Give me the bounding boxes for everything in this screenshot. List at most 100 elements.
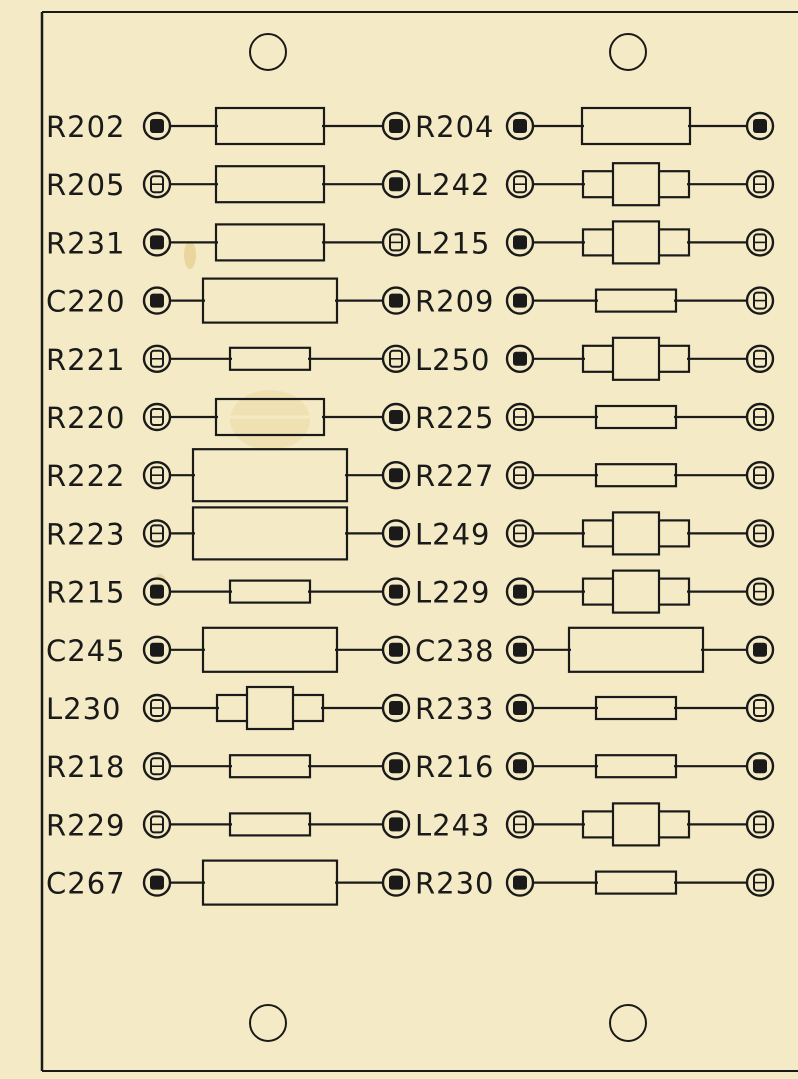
component-row-l250: L250 (415, 336, 775, 381)
capacitor-body (191, 506, 349, 561)
mounting-holes (249, 33, 647, 1042)
component-row-r223: R223 (46, 506, 411, 561)
solder-pad-filled (142, 228, 172, 257)
solder-pad-open (505, 402, 535, 432)
solder-pad-open (745, 693, 775, 723)
mount-hole-top-right (609, 33, 647, 71)
component-row-l249: L249 (415, 511, 775, 556)
component-row-r230: R230 (415, 867, 775, 901)
component-row-r229: R229 (46, 808, 411, 842)
solder-pad-filled (505, 111, 535, 141)
resistor-body (594, 463, 678, 488)
component-label: C220 (46, 285, 126, 319)
component-label: R215 (46, 576, 126, 610)
board-outline (40, 11, 798, 1072)
component-label: R209 (415, 285, 495, 319)
component-row-r233: R233 (415, 692, 775, 726)
resistor-body (594, 695, 678, 721)
component-row-r216: R216 (415, 750, 775, 784)
solder-pad-open (142, 402, 172, 432)
solder-pad-open (142, 461, 172, 490)
component-row-r218: R218 (46, 750, 411, 784)
solder-pad-open (505, 461, 535, 490)
component-label: L250 (415, 343, 491, 377)
component-row-r204: R204 (415, 106, 775, 146)
inductor-body (581, 511, 691, 556)
component-label: L249 (415, 517, 491, 551)
resistor-body (228, 579, 312, 604)
solder-pad-open (381, 344, 411, 373)
solder-pad-filled (745, 111, 775, 141)
component-row-l230: L230 (46, 685, 411, 731)
component-label: L230 (46, 692, 122, 726)
capacitor-body (191, 448, 349, 503)
component-label: L243 (415, 808, 491, 842)
mount-hole-top-left (249, 33, 287, 71)
component-label: L242 (415, 168, 491, 202)
solder-pad-open (745, 169, 775, 199)
solder-pad-filled (505, 286, 535, 315)
solder-pad-filled (381, 577, 411, 606)
left-component-column: R202R205R231C220R221R220R222R223R215C245… (46, 106, 411, 906)
mount-hole-bottom-left (249, 1004, 287, 1042)
capacitor-body (201, 626, 339, 673)
solder-pad-open (505, 810, 535, 839)
component-label: R227 (415, 459, 495, 493)
component-label: R231 (46, 226, 126, 260)
solder-pad-filled (381, 461, 411, 490)
solder-pad-filled (505, 228, 535, 257)
component-row-r225: R225 (415, 401, 775, 435)
inductor-body (215, 685, 325, 731)
component-row-r222: R222 (46, 448, 411, 503)
component-label: R218 (46, 750, 126, 784)
component-row-r231: R231 (46, 223, 411, 262)
inductor-body (581, 162, 691, 207)
component-label: R205 (46, 168, 126, 202)
solder-pad-open (142, 810, 172, 839)
resistor-body (228, 346, 312, 371)
component-row-r221: R221 (46, 343, 411, 377)
paper-stain (184, 241, 196, 269)
component-row-l242: L242 (415, 162, 775, 207)
capacitor-body (567, 626, 705, 673)
resistor-body (594, 288, 678, 313)
solder-pad-filled (381, 868, 411, 897)
resistor-body (594, 870, 678, 895)
solder-pad-filled (381, 286, 411, 315)
solder-pad-open (745, 402, 775, 432)
resistor-body (214, 165, 326, 204)
component-label: R225 (415, 401, 495, 435)
component-row-l243: L243 (415, 802, 775, 847)
component-row-r227: R227 (415, 459, 775, 493)
inductor-body (581, 336, 691, 381)
component-row-r209: R209 (415, 285, 775, 319)
resistor-body (580, 106, 692, 146)
solder-pad-filled (505, 752, 535, 781)
component-row-r215: R215 (46, 576, 411, 610)
solder-pad-filled (381, 810, 411, 839)
inductor-body (581, 220, 691, 265)
solder-pad-filled (381, 752, 411, 781)
solder-pad-filled (505, 868, 535, 897)
solder-pad-filled (381, 693, 411, 723)
solder-pad-open (745, 286, 775, 315)
solder-pad-open (142, 519, 172, 548)
component-row-c267: C267 (46, 859, 411, 906)
solder-pad-filled (381, 635, 411, 664)
solder-pad-filled (142, 111, 172, 141)
solder-pad-open (745, 228, 775, 257)
solder-pad-open (745, 344, 775, 373)
solder-pad-filled (142, 868, 172, 897)
paper-stains (152, 241, 310, 606)
capacitor-body (201, 859, 339, 906)
solder-pad-open (745, 461, 775, 490)
mount-hole-bottom-right (609, 1004, 647, 1042)
solder-pad-filled (142, 635, 172, 664)
right-component-column: R204L242L215R209L250R225R227L249L229C238… (415, 106, 775, 901)
component-label: C238 (415, 634, 495, 668)
resistor-body (214, 397, 326, 437)
solder-pad-open (745, 868, 775, 897)
solder-pad-open (381, 228, 411, 257)
component-label: R230 (415, 867, 495, 901)
